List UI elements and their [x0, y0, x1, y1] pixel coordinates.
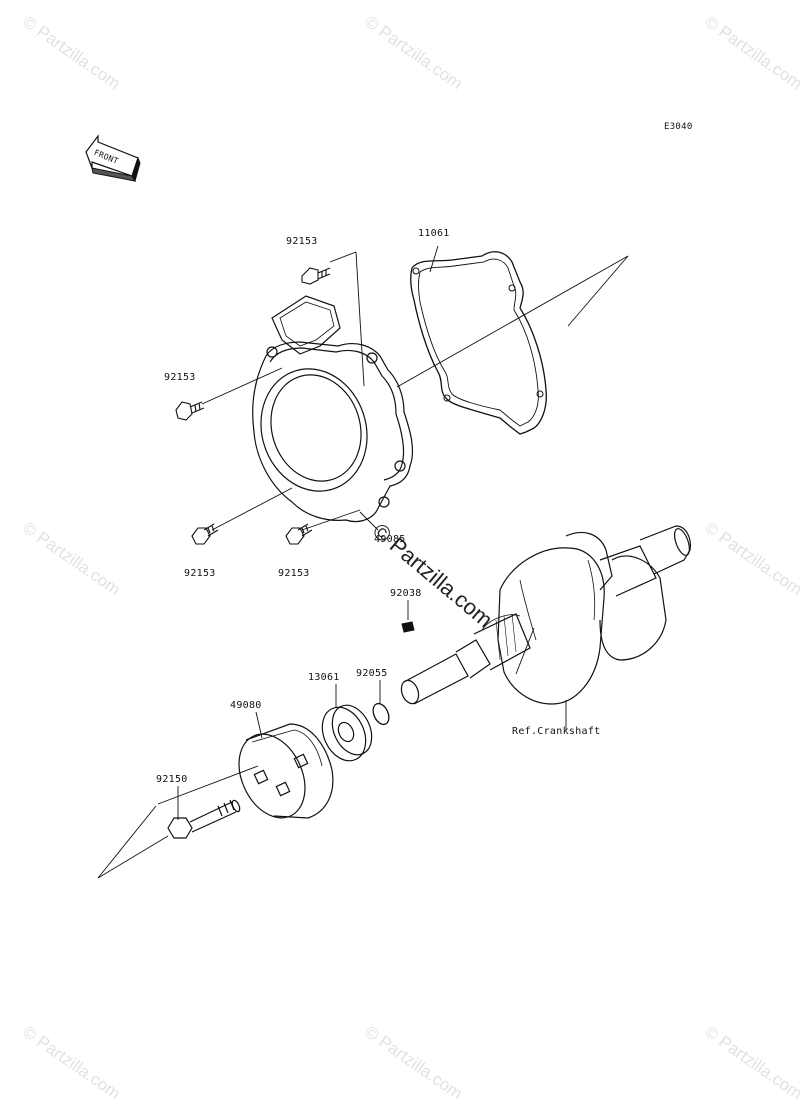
part-label-49085[interactable]: 49085 — [374, 534, 406, 545]
part-label-92153[interactable]: 92153 — [286, 236, 318, 247]
part-label-92153[interactable]: 92153 — [164, 372, 196, 383]
part-label-92150[interactable]: 92150 — [156, 774, 188, 785]
ref-crankshaft-label: Ref.Crankshaft — [512, 726, 601, 737]
part-label-92038[interactable]: 92038 — [390, 588, 422, 599]
bolt-92153-top — [302, 268, 330, 284]
leader-lines — [98, 246, 628, 878]
recoil-starter-cover — [245, 296, 412, 522]
exploded-view — [0, 0, 800, 1046]
part-label-92153[interactable]: 92153 — [184, 568, 216, 579]
bolt-92153-bottom-right — [286, 524, 312, 544]
oring-92055 — [370, 701, 392, 727]
bolt-92153-left — [176, 402, 204, 420]
part-label-92055[interactable]: 92055 — [356, 668, 388, 679]
key-92038 — [402, 622, 414, 632]
part-label-49080[interactable]: 49080 — [230, 700, 262, 711]
part-label-13061[interactable]: 13061 — [308, 672, 340, 683]
crankshaft — [398, 526, 692, 706]
rotor-49080 — [226, 723, 333, 828]
gasket-11061 — [411, 252, 547, 434]
bolt-92153-bottom-left — [192, 524, 218, 544]
front-arrow-icon — [86, 136, 140, 181]
diagram-code: E3040 — [664, 122, 693, 132]
part-label-92153[interactable]: 92153 — [278, 568, 310, 579]
gear-13061 — [314, 699, 379, 768]
bolt-92150 — [168, 799, 241, 838]
part-label-11061[interactable]: 11061 — [418, 228, 450, 239]
